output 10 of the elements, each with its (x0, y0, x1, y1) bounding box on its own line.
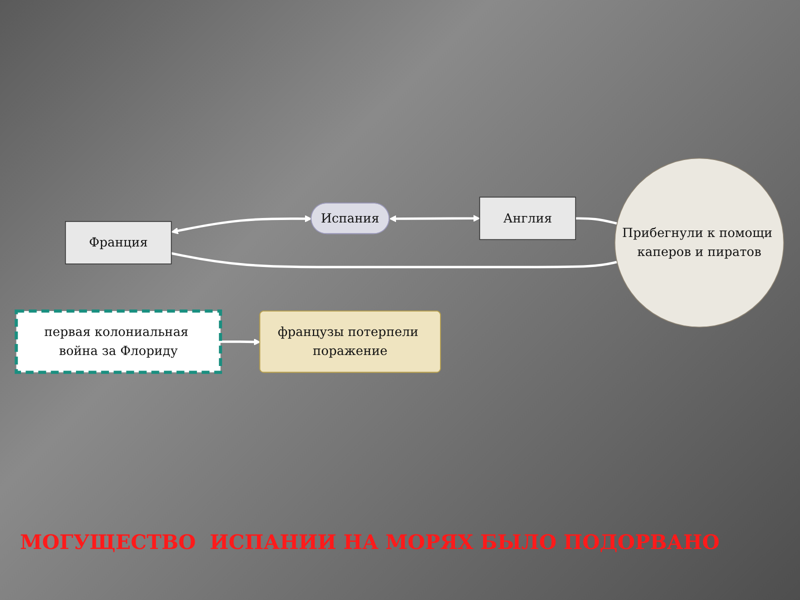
connector (576, 216, 618, 224)
arrow (171, 214, 312, 234)
connector (171, 252, 618, 268)
node-box: первая колониальная война за Флориду (14, 309, 222, 374)
node-box: Франция (65, 220, 172, 264)
node-box: Англия (479, 196, 576, 240)
node-circle: Прибегнули к помощи каперов и пиратов (614, 158, 784, 328)
conclusion-text: МОГУЩЕСТВО ИСПАНИИ НА МОРЯХ БЫЛО ПОДОРВАНО (20, 530, 721, 554)
arrow (220, 338, 260, 346)
arrow (389, 214, 480, 222)
